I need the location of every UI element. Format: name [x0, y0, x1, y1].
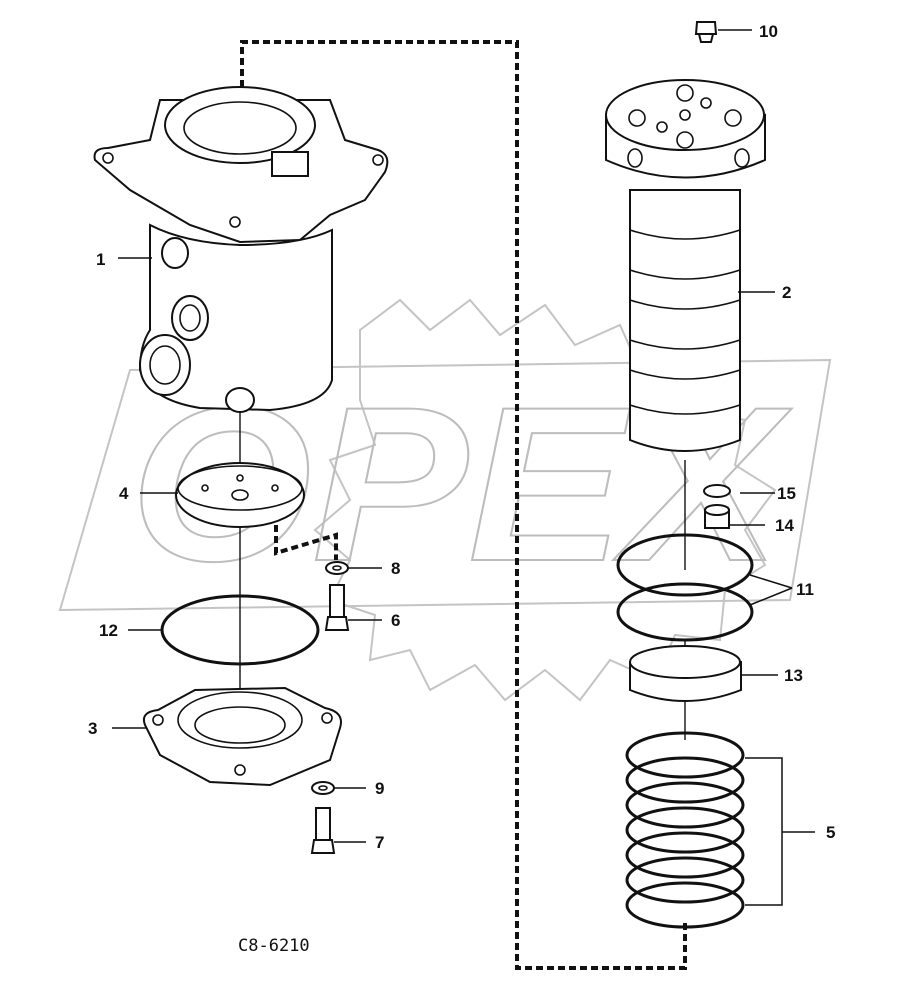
- callout-3: 3: [88, 719, 97, 738]
- rings-part-11: [616, 533, 754, 642]
- drawing-code: C8-6210: [238, 936, 310, 956]
- bolt-part-6: [324, 584, 350, 631]
- spring-stack-part-5: [625, 731, 745, 929]
- plug-part-14: [704, 504, 730, 529]
- watermark-gear: [313, 298, 777, 702]
- callout-4: 4: [119, 484, 129, 503]
- o-ring-part-15: [703, 484, 731, 498]
- callout-8: 8: [391, 559, 400, 578]
- callouts: 1 2 3 4 5 6 7 8 9 10 11 12 13 14 15: [88, 22, 835, 852]
- spool-part-2: [605, 79, 766, 452]
- callout-12: 12: [99, 621, 118, 640]
- callout-5: 5: [826, 823, 835, 842]
- callout-10: 10: [759, 22, 778, 41]
- cover-part-3: [142, 686, 342, 787]
- plug-part-10: [694, 21, 718, 43]
- bushing-part-13: [629, 645, 742, 702]
- callout-9: 9: [375, 779, 384, 798]
- callout-15: 15: [777, 484, 796, 503]
- washer-part-9: [311, 781, 335, 795]
- washer-part-8: [325, 561, 349, 575]
- bolt-part-7: [310, 807, 336, 854]
- callout-14: 14: [775, 516, 794, 535]
- callout-1: 1: [96, 250, 105, 269]
- callout-2: 2: [782, 283, 791, 302]
- dashed-link-main: [240, 40, 687, 970]
- callout-7: 7: [375, 833, 384, 852]
- callout-11: 11: [796, 580, 814, 599]
- housing-part-1: [93, 86, 389, 413]
- leader-lines: [112, 29, 815, 906]
- dashed-link-bolt: [274, 525, 338, 560]
- watermark-swoosh: [58, 358, 832, 612]
- callout-13: 13: [784, 666, 803, 685]
- callout-6: 6: [391, 611, 400, 630]
- plate-part-4: [175, 462, 305, 528]
